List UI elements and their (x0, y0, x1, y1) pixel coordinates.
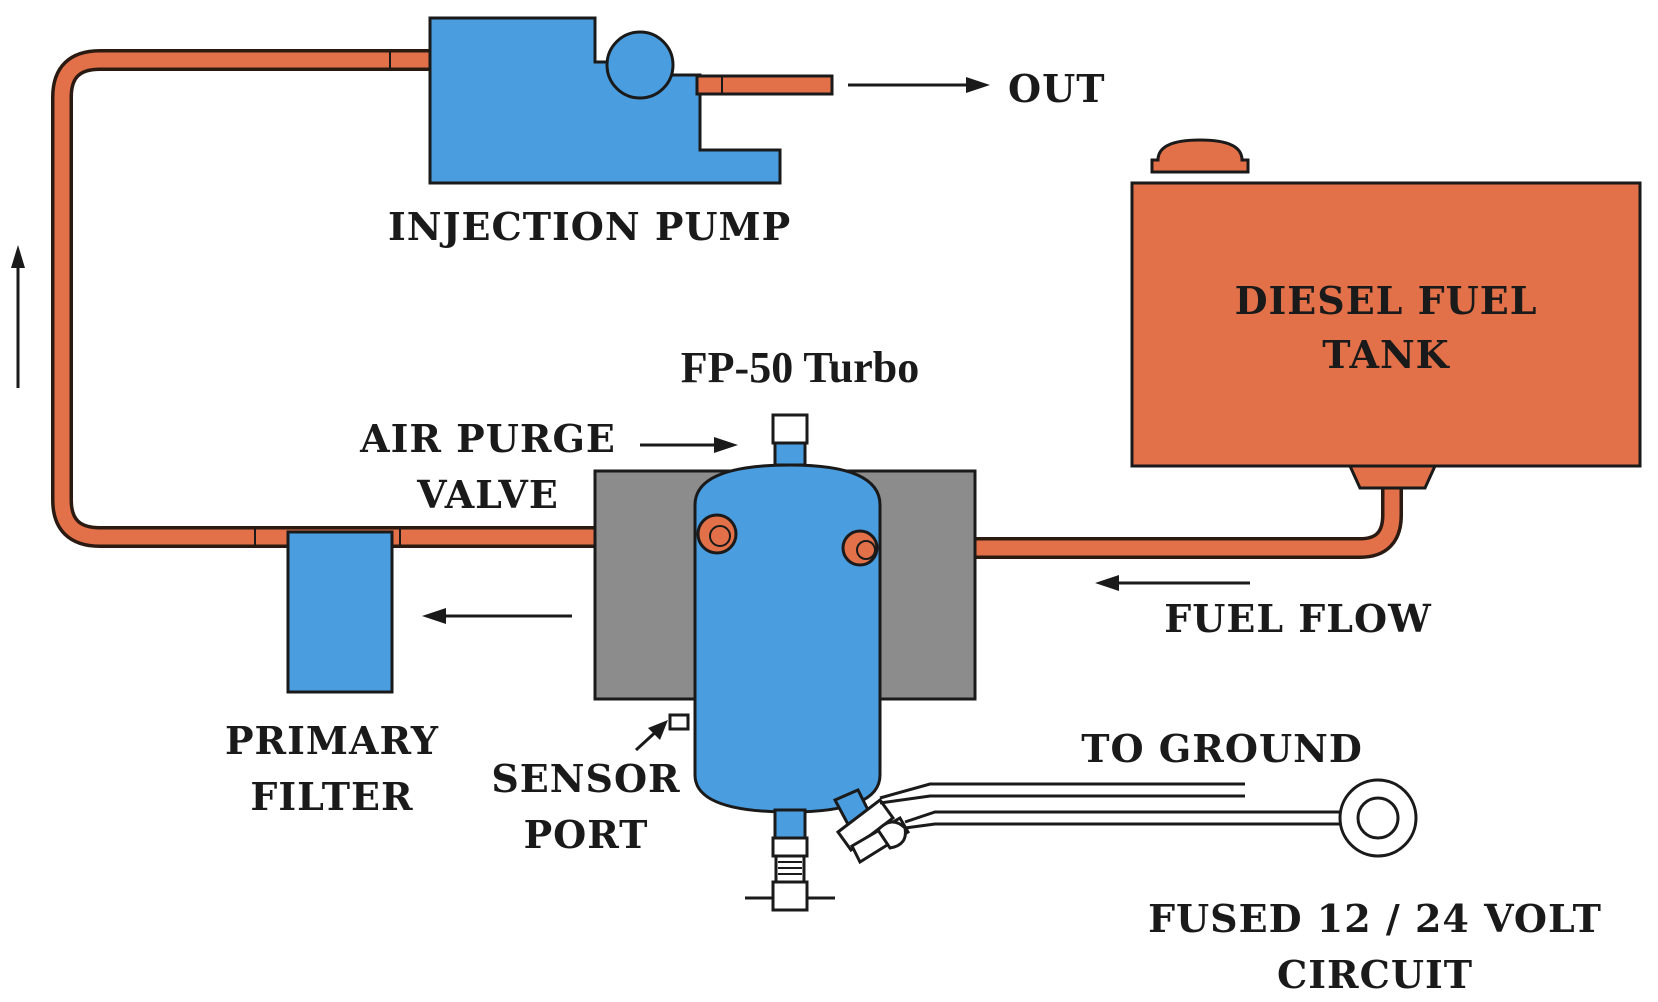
air-purge-pointer (640, 437, 738, 453)
fuel-flow-arrow (1095, 575, 1250, 591)
electrical-wiring (879, 778, 1418, 858)
fuel-line-pump-to-injection (51, 49, 726, 548)
sensor-port-pointer (634, 720, 668, 752)
sensor-port-label-line2: PORT (524, 812, 649, 857)
primary-filter-label-line2: FILTER (250, 774, 413, 819)
flow-arrow-left (422, 608, 572, 624)
primary-filter (286, 530, 394, 694)
diagram-title: FP-50 Turbo (681, 343, 919, 392)
fused-circuit-label-line2: CIRCUIT (1277, 952, 1473, 997)
sensor-port (668, 713, 690, 731)
air-purge-label-line2: VALVE (416, 472, 559, 517)
diesel-fuel-tank (1130, 138, 1642, 490)
fuel-flow-label: FUEL FLOW (1164, 596, 1432, 641)
tank-label-line2: TANK (1322, 332, 1450, 377)
fp50-turbo-unit (593, 413, 977, 912)
out-arrow (848, 77, 990, 93)
injection-pump-label: INJECTION PUMP (388, 204, 791, 249)
primary-filter-label-line1: PRIMARY (225, 718, 439, 763)
injection-pump (428, 16, 834, 185)
fused-circuit-label-line1: FUSED 12 / 24 VOLT (1148, 896, 1602, 941)
sensor-port-label-line1: SENSOR (491, 756, 680, 801)
tank-label-line1: DIESEL FUEL (1235, 278, 1538, 323)
fuel-line-tank-to-pump (854, 477, 1403, 559)
air-purge-valve (771, 413, 809, 445)
air-purge-label-line1: AIR PURGE (359, 416, 616, 461)
flow-arrow-up (11, 245, 25, 388)
out-label: OUT (1008, 66, 1106, 111)
to-ground-label: TO GROUND (1081, 726, 1363, 771)
